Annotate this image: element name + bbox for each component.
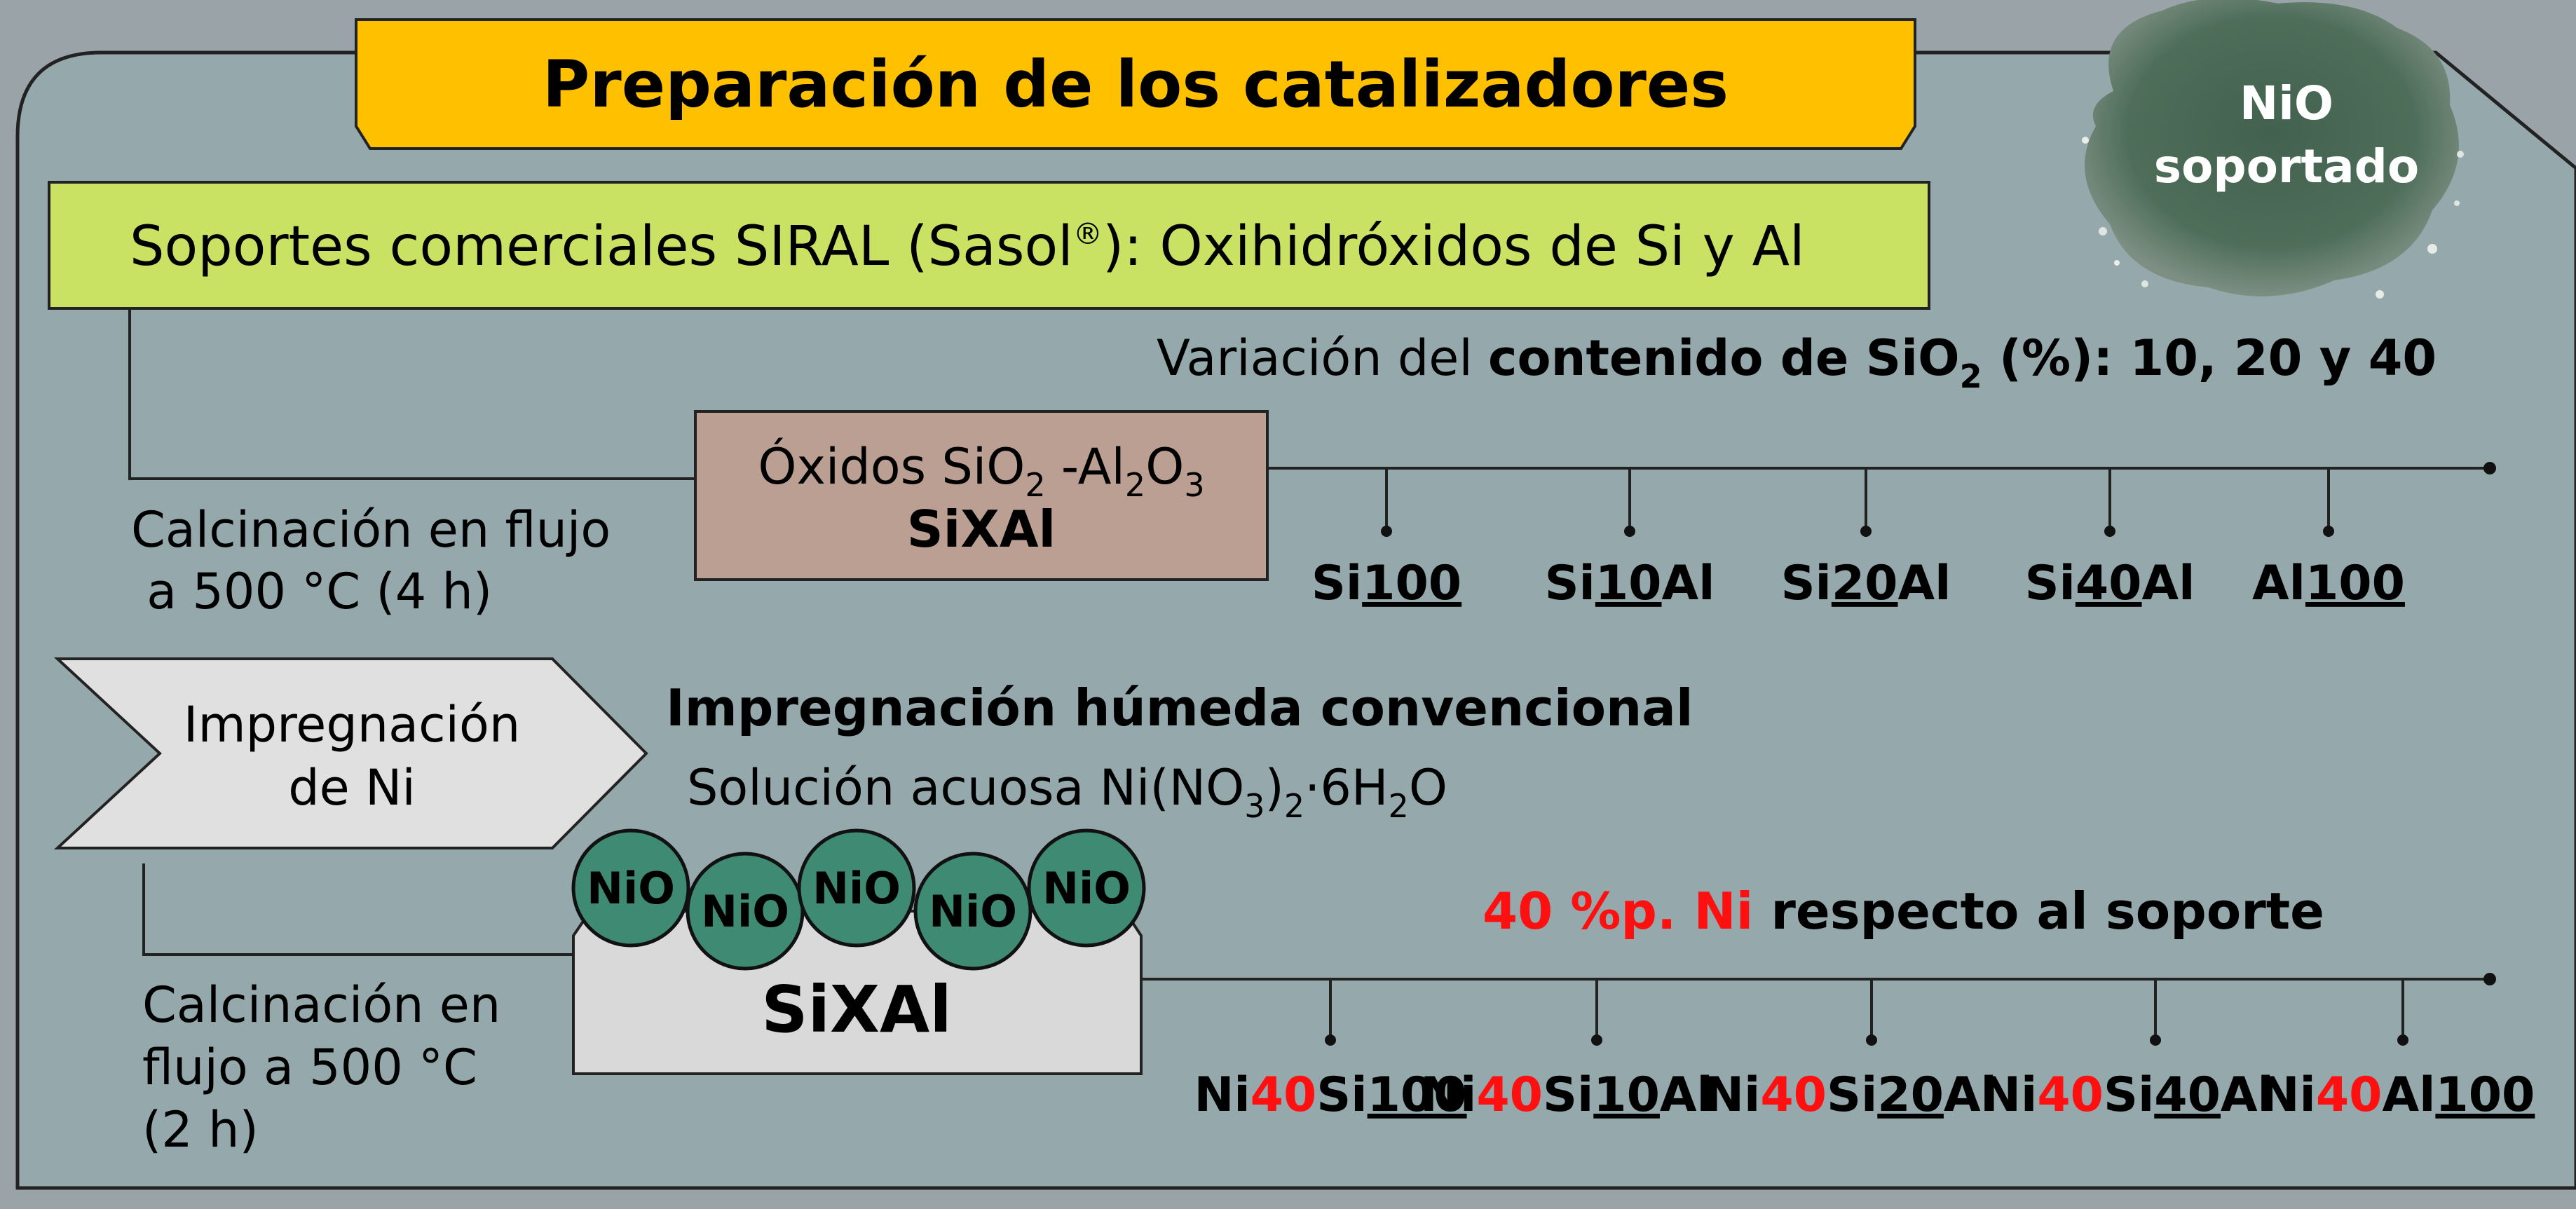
- catalyst-labels: Ni40Si100Ni40Si10AlNi40Si20AlNi40Si40AlN…: [1194, 1067, 2535, 1123]
- nio-powder-image: NiO soportado: [2082, 0, 2464, 299]
- nickel-loading: 40 %p. Ni respecto al soporte: [1483, 882, 2324, 941]
- catalyst-timeline: [1141, 973, 2496, 1046]
- support-label: Al100: [2252, 556, 2405, 611]
- impregnation-arrow-line2: de Ni: [288, 759, 416, 817]
- support-block-label: SiXAl: [761, 972, 951, 1047]
- powder-label-line1: NiO: [2240, 76, 2333, 130]
- support-tick-dot: [2323, 526, 2334, 537]
- catalyst-tick-dot: [1866, 1034, 1877, 1046]
- nio-particle-label: NiO: [1042, 863, 1131, 914]
- catalyst-label: Ni40Si20Al: [1704, 1067, 1997, 1123]
- powder-label-line2: soportado: [2154, 139, 2419, 193]
- catalyst-label: Ni40Si10Al: [1420, 1067, 1713, 1123]
- catalyst-tick-dot: [1591, 1034, 1602, 1046]
- support-label: Si100: [1311, 556, 1461, 611]
- supports-banner-text: Soportes comerciales SIRAL (Sasol®): Oxi…: [130, 215, 1805, 278]
- support-tick-dot: [1624, 526, 1635, 537]
- nio-particle-label: NiO: [929, 886, 1017, 937]
- page-title: Preparación de los catalizadores: [543, 47, 1729, 122]
- support-timeline: [1267, 462, 2496, 537]
- nio-particle-label: NiO: [587, 863, 675, 914]
- supported-nio-illustration: SiXAl NiO NiO NiO NiO NiO: [571, 828, 1146, 1075]
- support-labels: Si100 Si10Al Si20Al Si40Al Al100: [1311, 556, 2405, 611]
- support-label: Si40Al: [2025, 556, 2195, 611]
- nio-particle: NiO: [797, 828, 916, 948]
- catalyst-tick-dot: [1325, 1034, 1336, 1046]
- oxides-formula: Óxidos SiO2 -Al2O3: [758, 438, 1204, 504]
- catalyst-label: Ni40Al100: [2260, 1067, 2535, 1123]
- support-tick-dot: [2104, 526, 2115, 537]
- catalyst-tick-dot: [2150, 1034, 2161, 1046]
- impregnation-method-title: Impregnación húmeda convencional: [666, 678, 1694, 737]
- calcination-2-line1: Calcinación en: [142, 976, 500, 1034]
- impregnation-arrow: Impregnación de Ni: [53, 657, 648, 849]
- nio-particle: NiO: [686, 852, 805, 971]
- calcination-connector-2: [142, 863, 573, 956]
- calcination-1-line2: a 500 °C (4 h): [131, 563, 492, 620]
- nio-particle: NiO: [571, 828, 690, 948]
- oxides-series-label: SiXAl: [907, 500, 1056, 559]
- support-tick-dot: [1860, 526, 1872, 537]
- supports-banner: Soportes comerciales SIRAL (Sasol®): Oxi…: [48, 181, 1930, 310]
- title-banner: Preparación de los catalizadores: [355, 18, 1916, 150]
- calcination-2-line2: flujo a 500 °C: [142, 1039, 477, 1096]
- impregnation-arrow-line1: Impregnación: [184, 696, 520, 753]
- support-label: Si10Al: [1545, 556, 1715, 611]
- oxides-box: Óxidos SiO2 -Al2O3 SiXAl: [694, 410, 1269, 581]
- nio-particle-label: NiO: [701, 886, 789, 937]
- catalyst-label: Ni40Si40Al: [1981, 1067, 2274, 1123]
- nio-particle: NiO: [1027, 828, 1146, 948]
- silica-content-variation: Variación del contenido de SiO2 (%): 10,…: [1157, 329, 2437, 395]
- support-label: Si20Al: [1781, 556, 1951, 611]
- calcination-2-line3: (2 h): [142, 1101, 259, 1159]
- impregnation-solution: Solución acuosa Ni(NO3)2·6H2O: [687, 759, 1447, 825]
- calcination-1-line1: Calcinación en flujo: [131, 501, 611, 559]
- nio-particle-label: NiO: [812, 863, 901, 914]
- catalyst-label: Ni40Si100: [1194, 1067, 1466, 1123]
- nio-particle: NiO: [913, 852, 1033, 971]
- support-tick-dot: [1381, 526, 1392, 537]
- catalyst-tick-dot: [2397, 1034, 2408, 1046]
- calcination-connector-1: [128, 308, 695, 480]
